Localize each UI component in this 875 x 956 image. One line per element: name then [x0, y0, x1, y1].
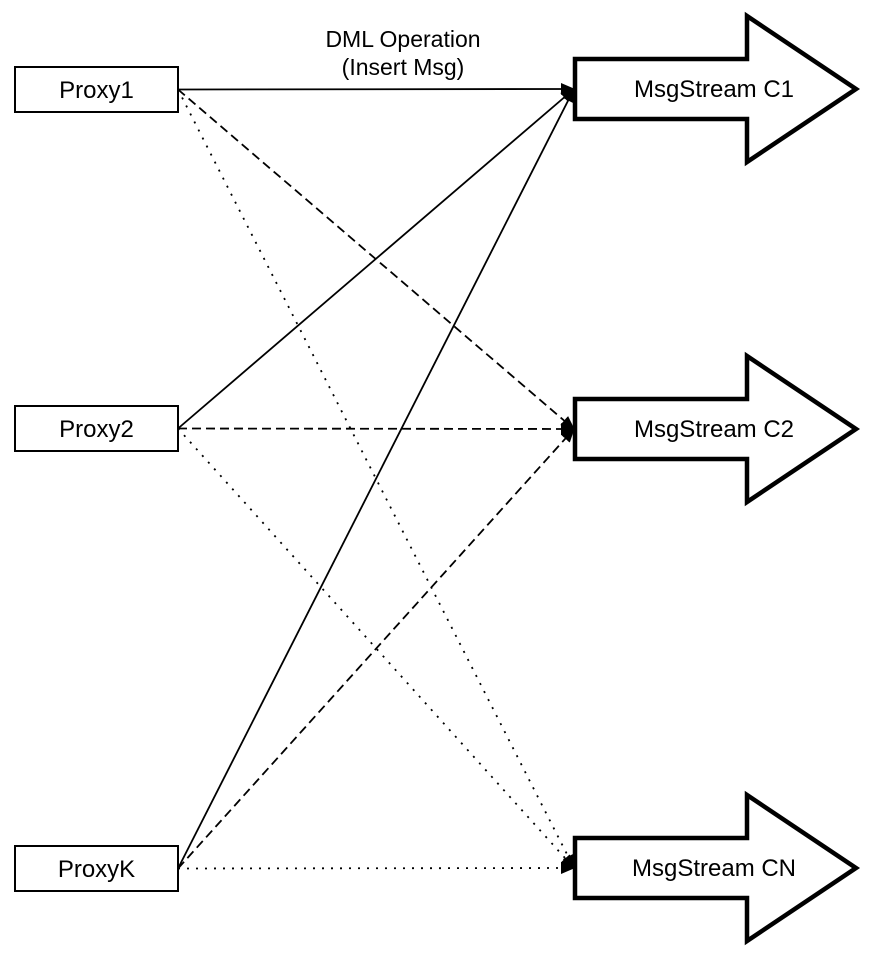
proxy1-label: Proxy1 [59, 77, 134, 104]
edge-proxy2-c2 [177, 422, 575, 435]
edge-proxyk-c2 [177, 428, 575, 870]
edge-proxy1-c1 [177, 83, 575, 96]
stream-cn-node: MsgStream CN [572, 790, 861, 946]
proxy1-box [14, 66, 179, 113]
stream-c1-label: MsgStream C1 [634, 76, 794, 103]
proxy2-node: Proxy2 [14, 405, 179, 452]
stream-cn-label: MsgStream CN [632, 855, 796, 882]
stream-nodes-group: MsgStream C1 MsgStream C2 MsgStream CN [572, 11, 861, 946]
stream-c1-node: MsgStream C1 [572, 11, 861, 167]
proxyk-box [14, 845, 179, 892]
edge-proxy2-c1 [177, 88, 575, 430]
stream-c2-label: MsgStream C2 [634, 416, 794, 443]
edges-group [177, 83, 575, 875]
stream-c1-arrow [572, 11, 861, 167]
proxy-nodes-group: Proxy1 Proxy2 ProxyK [14, 66, 179, 892]
edge-proxyk-cn [177, 862, 575, 875]
edge-proxy1-cn [177, 89, 575, 869]
proxyk-node: ProxyK [14, 845, 179, 892]
proxyk-label: ProxyK [58, 856, 135, 883]
proxy2-label: Proxy2 [59, 416, 134, 443]
stream-cn-arrow [572, 790, 861, 946]
diagram-title-line2: (Insert Msg) [342, 54, 465, 80]
proxy2-box [14, 405, 179, 452]
edge-proxyk-c1 [177, 88, 575, 869]
stream-c2-arrow [572, 351, 861, 507]
diagram-title-line1: DML Operation [325, 26, 480, 52]
proxy1-node: Proxy1 [14, 66, 179, 113]
stream-c2-node: MsgStream C2 [572, 351, 861, 507]
